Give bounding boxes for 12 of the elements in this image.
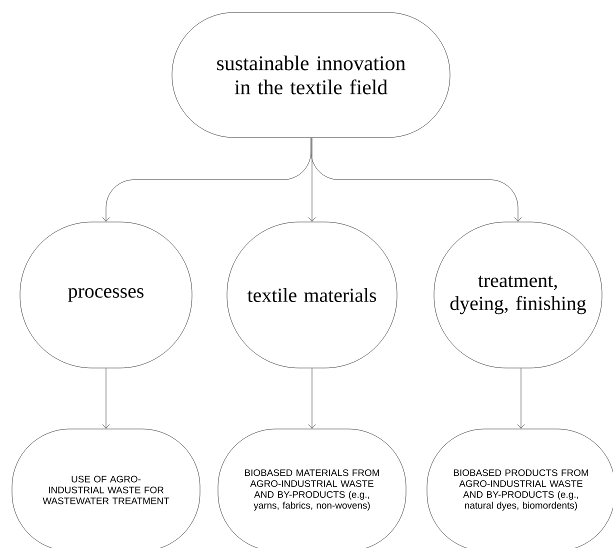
- arrow: [517, 368, 525, 429]
- root-node: sustainable innovation in the textile field: [172, 12, 450, 138]
- arrow: [310, 138, 522, 222]
- category-node: treatment, dyeing, finishing: [434, 222, 602, 368]
- arrow: [102, 368, 110, 429]
- detail-node: BIOBASED PRODUCTS FROM AGRO-INDUSTRIAL WASTE AND BY-PRODUCTS (e.g., natural dyes, biomordents): [426, 428, 613, 548]
- category-node: processes: [20, 222, 192, 368]
- category-node: textile materials: [226, 222, 398, 368]
- detail-node: BIOBASED MATERIALS FROM AGRO-INDUSTRIAL WASTE AND BY-PRODUCTS (e.g., yarns, fabrics, non-wovens): [218, 428, 406, 548]
- detail-node: USE OF AGRO-INDUSTRIAL WASTE FOR WASTEWATER TREATMENT: [12, 428, 200, 548]
- arrow: [308, 138, 316, 222]
- arrow: [308, 368, 316, 429]
